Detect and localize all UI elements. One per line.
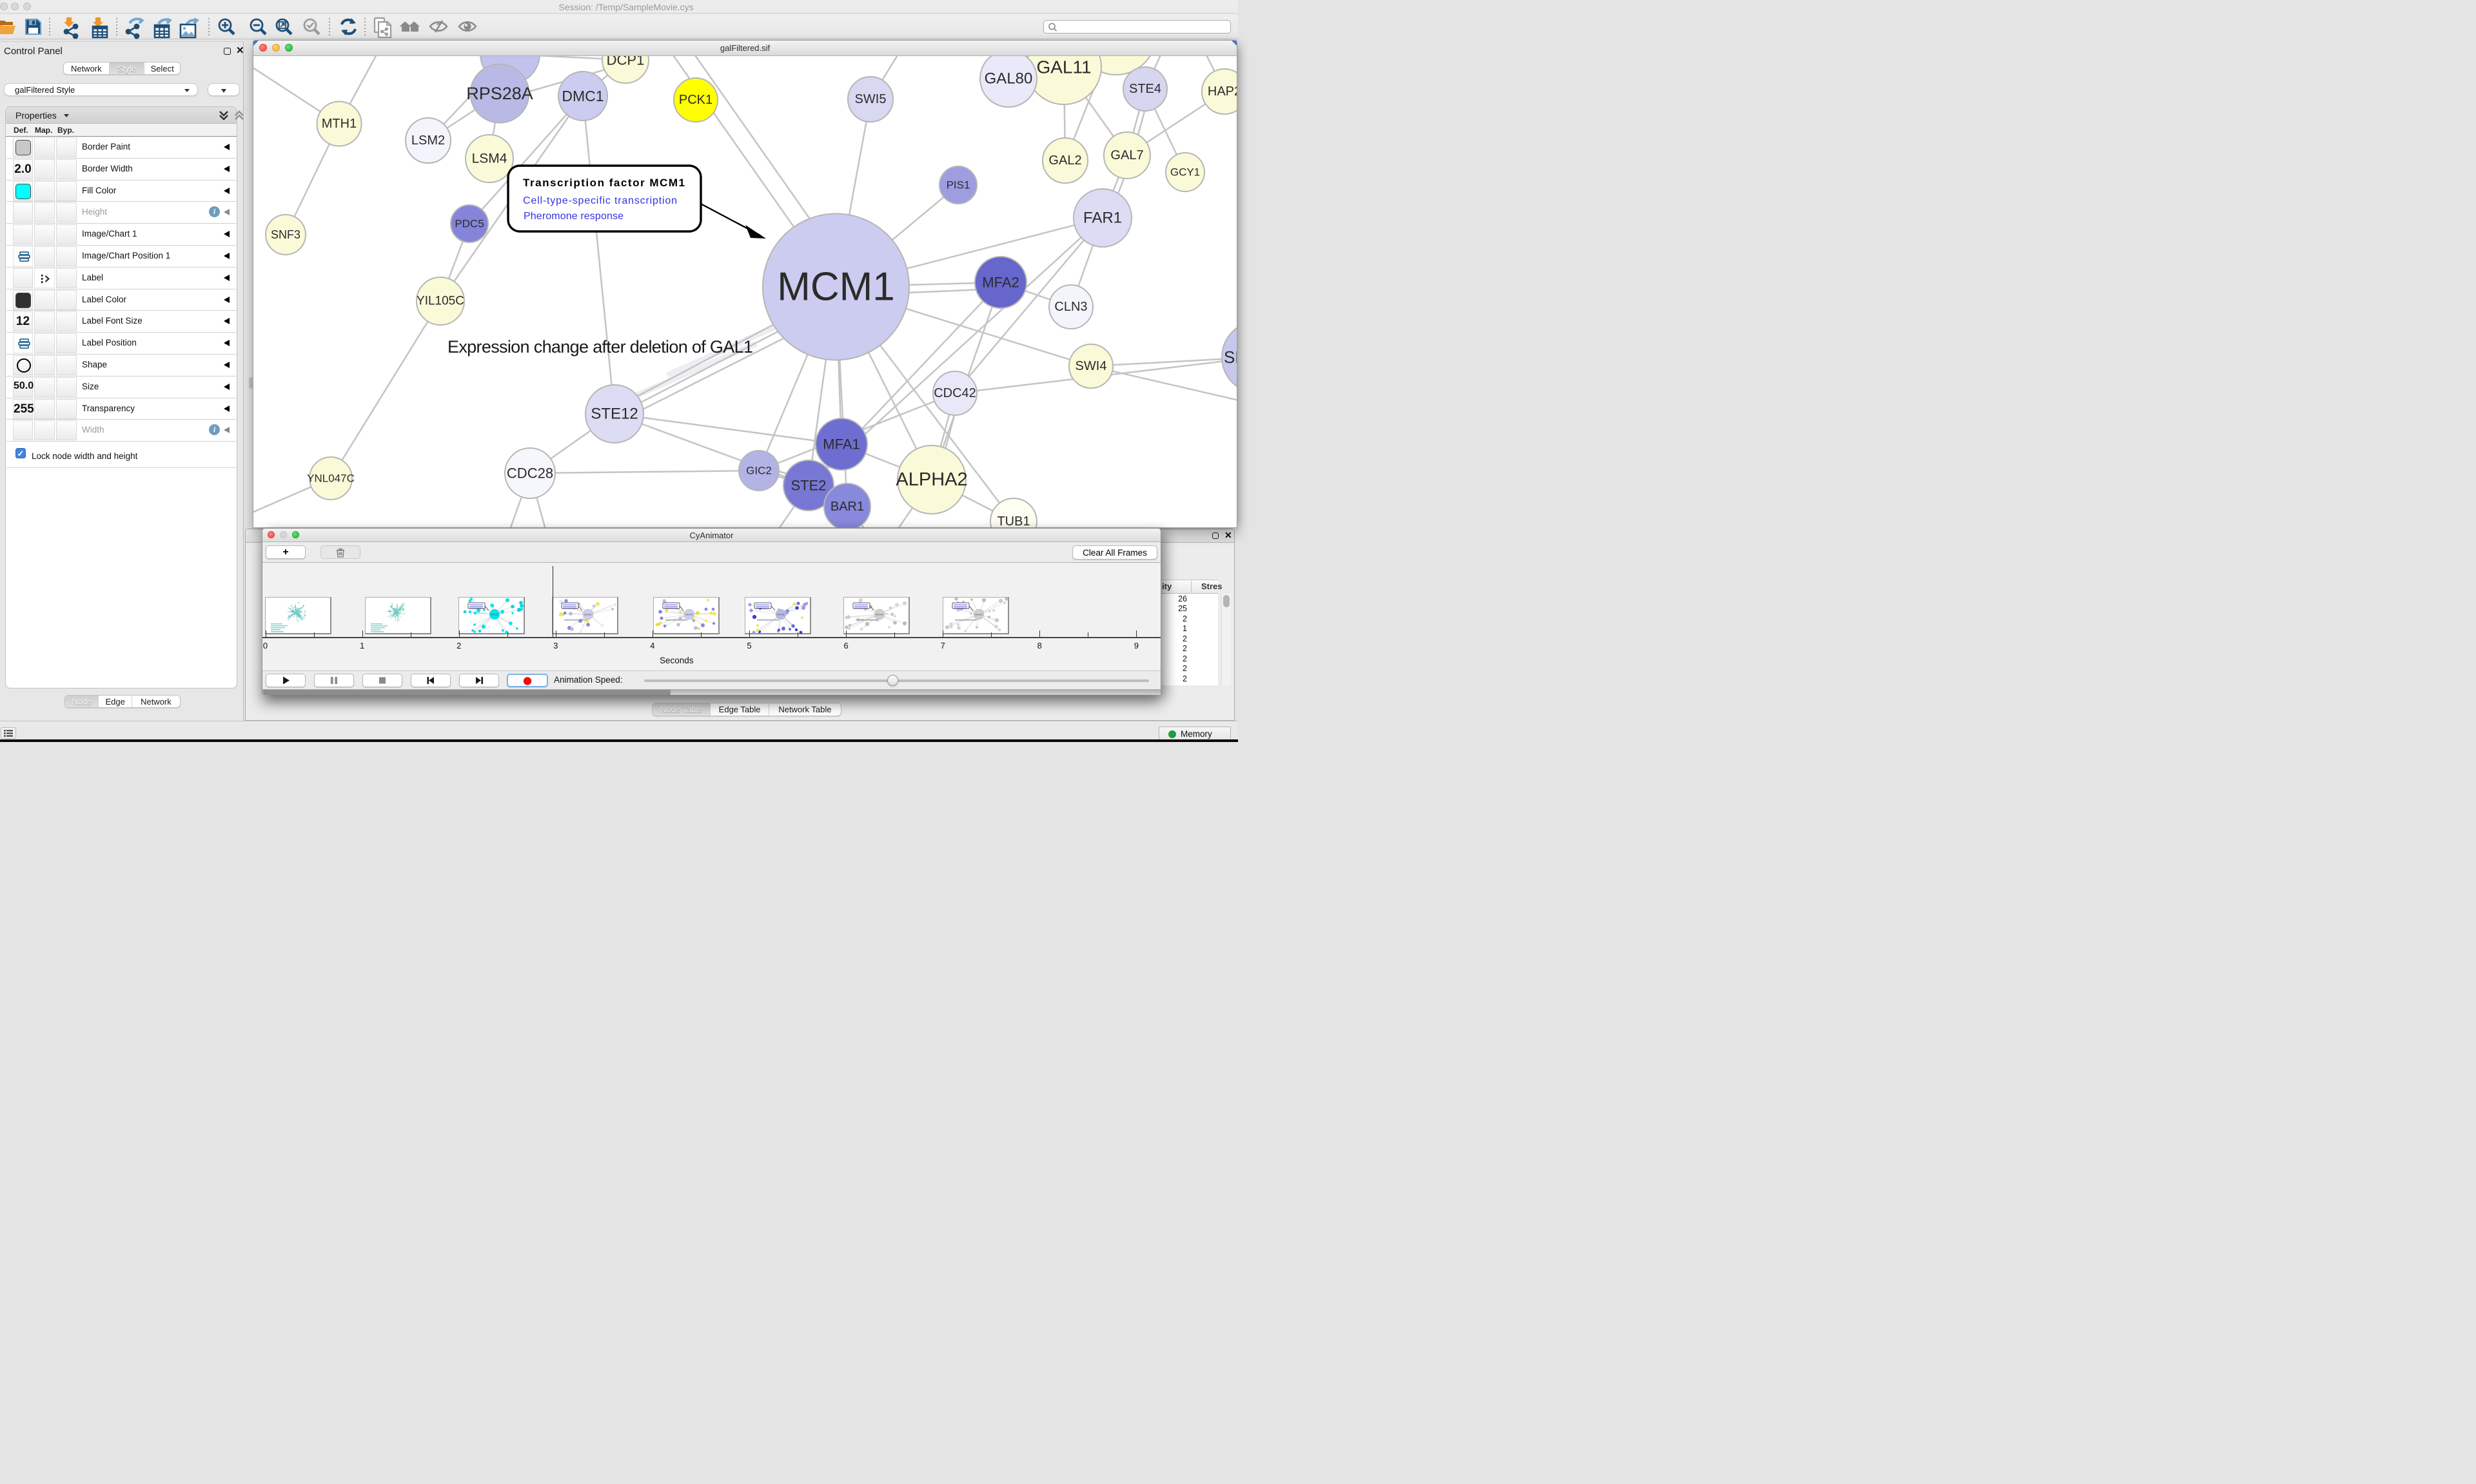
svg-text:LSM2: LSM2 [411, 133, 445, 148]
svg-text:MFA2: MFA2 [982, 275, 1019, 291]
svg-text:GAL80: GAL80 [985, 70, 1033, 88]
svg-text:MCM1: MCM1 [491, 613, 499, 616]
svg-text:Cell-type-specific transcripti: Cell-type-specific transcription [523, 195, 677, 206]
svg-text:SWI5: SWI5 [855, 92, 887, 106]
svg-text:DCP1: DCP1 [607, 56, 645, 68]
svg-text:Expression change after deleti: Expression change after deletion of GAL1 [447, 337, 753, 356]
svg-text:HAP2: HAP2 [1208, 84, 1237, 99]
svg-text:SWI4: SWI4 [1076, 359, 1107, 373]
svg-text:MCM1: MCM1 [685, 613, 694, 616]
svg-text:GAL11: GAL11 [1036, 57, 1091, 77]
svg-text:FAR1: FAR1 [1083, 210, 1122, 227]
svg-text:ALPHA2: ALPHA2 [896, 469, 967, 490]
svg-text:GAL2: GAL2 [1048, 153, 1081, 168]
svg-text:MCM1: MCM1 [777, 265, 895, 309]
svg-text:BAR1: BAR1 [830, 500, 864, 514]
svg-text:TUB1: TUB1 [997, 514, 1030, 527]
svg-text:PCK1: PCK1 [679, 93, 712, 107]
svg-text:STE12: STE12 [591, 405, 638, 423]
svg-text:CDC42: CDC42 [934, 386, 976, 400]
svg-text:CDC28: CDC28 [507, 465, 553, 482]
svg-text:MFA1: MFA1 [823, 436, 860, 453]
svg-text:STE4: STE4 [1129, 82, 1161, 96]
svg-text:YNL047C: YNL047C [307, 473, 355, 485]
svg-text:Transcription factor MCM1: Transcription factor MCM1 [523, 177, 685, 189]
svg-text:MCM1: MCM1 [975, 613, 983, 616]
svg-text:YIL105C: YIL105C [417, 295, 464, 308]
svg-text:GCY1: GCY1 [1170, 166, 1200, 179]
svg-text:Pheromone response: Pheromone response [524, 211, 624, 222]
svg-text:LSM4: LSM4 [472, 151, 507, 166]
svg-text:SNF3: SNF3 [271, 228, 300, 241]
svg-text:MCM1: MCM1 [777, 613, 785, 616]
svg-text:PIS1: PIS1 [947, 179, 970, 191]
svg-text:PDC5: PDC5 [455, 218, 484, 230]
svg-text:SLT2: SLT2 [1224, 347, 1237, 367]
svg-text:MCM1: MCM1 [584, 613, 593, 616]
svg-text:CLN3: CLN3 [1054, 300, 1087, 314]
svg-text:MTH1: MTH1 [322, 117, 357, 131]
svg-text:MCM1: MCM1 [876, 613, 884, 616]
svg-text:STE2: STE2 [791, 478, 826, 494]
svg-text:GAL7: GAL7 [1110, 148, 1143, 162]
svg-text:DMC1: DMC1 [562, 88, 604, 104]
svg-text:GIC2: GIC2 [746, 465, 772, 477]
svg-text:RPS28A: RPS28A [466, 84, 533, 103]
